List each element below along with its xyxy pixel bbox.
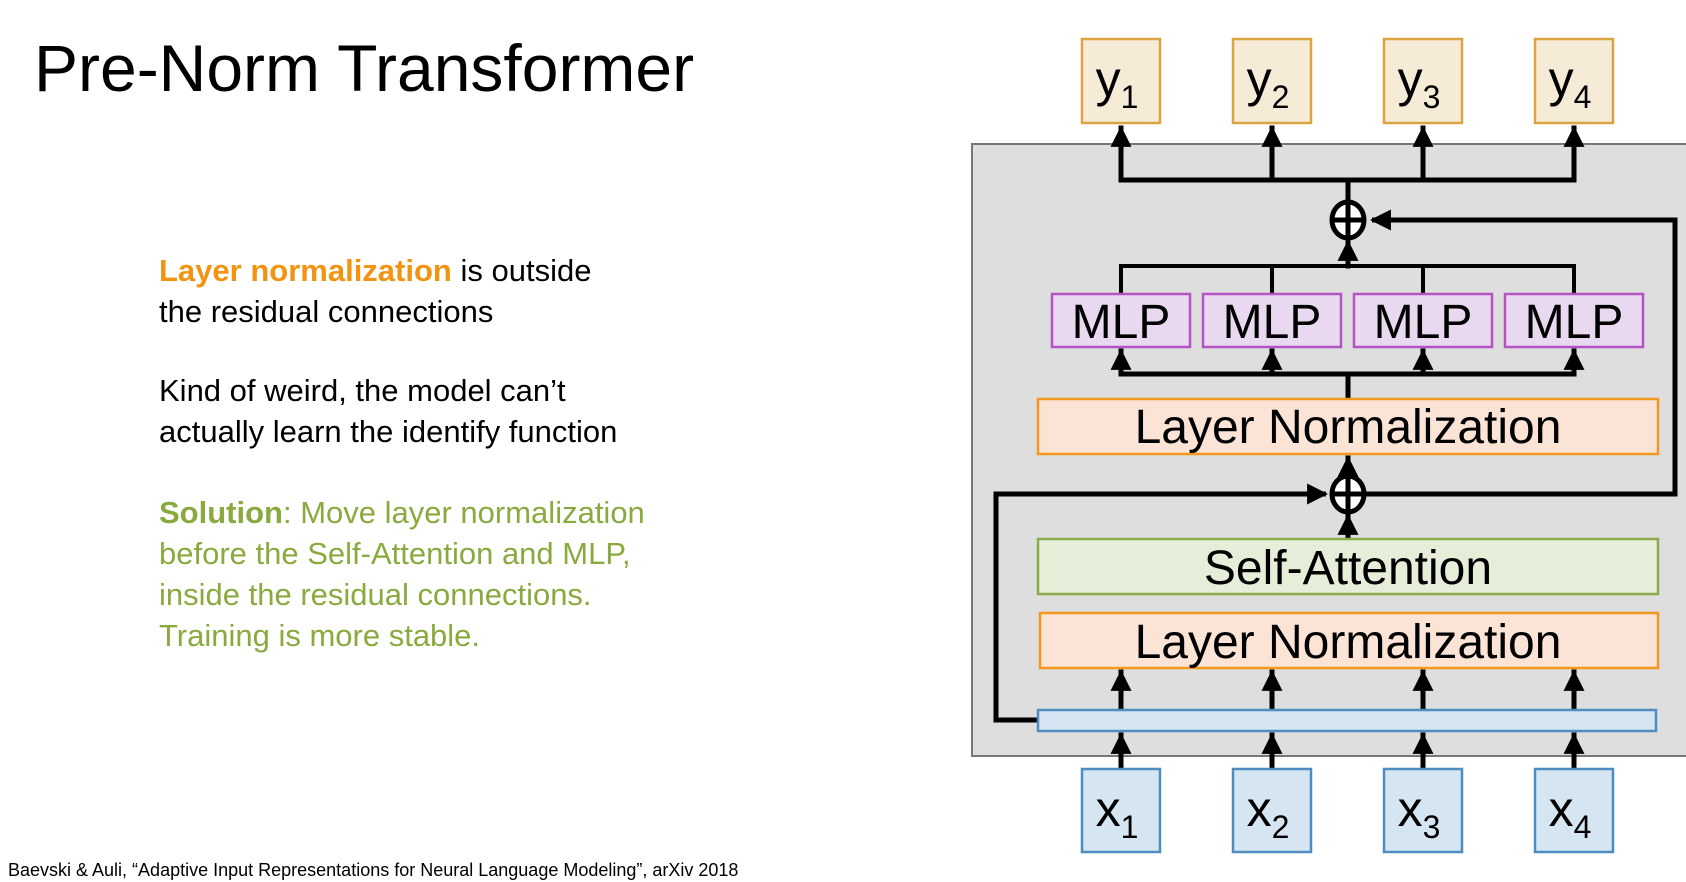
self-attention-box bbox=[1036, 537, 1660, 596]
input-box-x1 bbox=[1080, 767, 1162, 854]
residual-connection-1 bbox=[993, 483, 1329, 723]
layer-norm-label-top: Layer Normalization bbox=[1135, 401, 1562, 454]
residual-connection-2 bbox=[1366, 209, 1678, 497]
output-label-y2: y2 bbox=[1247, 51, 1290, 115]
p1-rest: is outside bbox=[451, 253, 592, 288]
p1-line2: the residual connections bbox=[159, 294, 494, 329]
point-kind-of-weird: Kind of weird, the model can’t actually … bbox=[159, 370, 679, 452]
layer-norm-label-bottom: Layer Normalization bbox=[1135, 616, 1562, 669]
connection-lines bbox=[993, 125, 1678, 772]
output-box-y1 bbox=[1080, 37, 1162, 125]
layer-norm-box-top bbox=[1036, 397, 1660, 456]
output-label-y1: y1 bbox=[1096, 51, 1139, 115]
p2-line1: Kind of weird, the model can’t bbox=[159, 373, 566, 408]
add-icon-top bbox=[1329, 199, 1367, 241]
mlp-label-1: MLP bbox=[1072, 296, 1171, 349]
highlight-layer-normalization: Layer normalization bbox=[159, 253, 452, 288]
slide-title: Pre-Norm Transformer bbox=[34, 31, 695, 105]
add-icon-middle bbox=[1329, 473, 1367, 515]
input-box-x4 bbox=[1533, 767, 1615, 854]
input-label-x3: x3 bbox=[1398, 781, 1441, 845]
mlp-box-1 bbox=[1050, 292, 1192, 349]
input-embedding-bar bbox=[1036, 708, 1658, 733]
mlp-box-4 bbox=[1503, 292, 1645, 349]
mlp-label-2: MLP bbox=[1223, 296, 1322, 349]
point-layer-norm-outside: Layer normalization is outside the resid… bbox=[159, 250, 679, 332]
input-label-x4: x4 bbox=[1549, 781, 1592, 845]
mlp-label-4: MLP bbox=[1525, 296, 1624, 349]
output-label-y3: y3 bbox=[1398, 51, 1441, 115]
solution-label: Solution bbox=[159, 495, 283, 530]
output-box-y2 bbox=[1231, 37, 1313, 125]
input-box-x3 bbox=[1382, 767, 1464, 854]
mlp-label-3: MLP bbox=[1374, 296, 1473, 349]
output-box-y3 bbox=[1382, 37, 1464, 125]
solution-text: : Move layer normalization before the Se… bbox=[159, 495, 645, 653]
input-label-x2: x2 bbox=[1247, 781, 1290, 845]
point-solution: Solution: Move layer normalization befor… bbox=[159, 492, 679, 656]
layer-norm-box-bottom bbox=[1038, 611, 1660, 670]
input-label-x1: x1 bbox=[1096, 781, 1139, 845]
output-label-y4: y4 bbox=[1549, 51, 1592, 115]
mlp-box-2 bbox=[1201, 292, 1343, 349]
output-box-y4 bbox=[1533, 37, 1615, 125]
input-box-x2 bbox=[1231, 767, 1313, 854]
self-attention-label: Self-Attention bbox=[1204, 542, 1492, 595]
p2-line2: actually learn the identify function bbox=[159, 414, 618, 449]
citation: Baevski & Auli, “Adaptive Input Represen… bbox=[8, 860, 739, 880]
mlp-box-3 bbox=[1352, 292, 1494, 349]
diagram-boxes: y1 y2 y3 y4 x1 x2 x3 x4 MLP MLP MLP MLP Layer Normal… bbox=[1036, 37, 1660, 854]
